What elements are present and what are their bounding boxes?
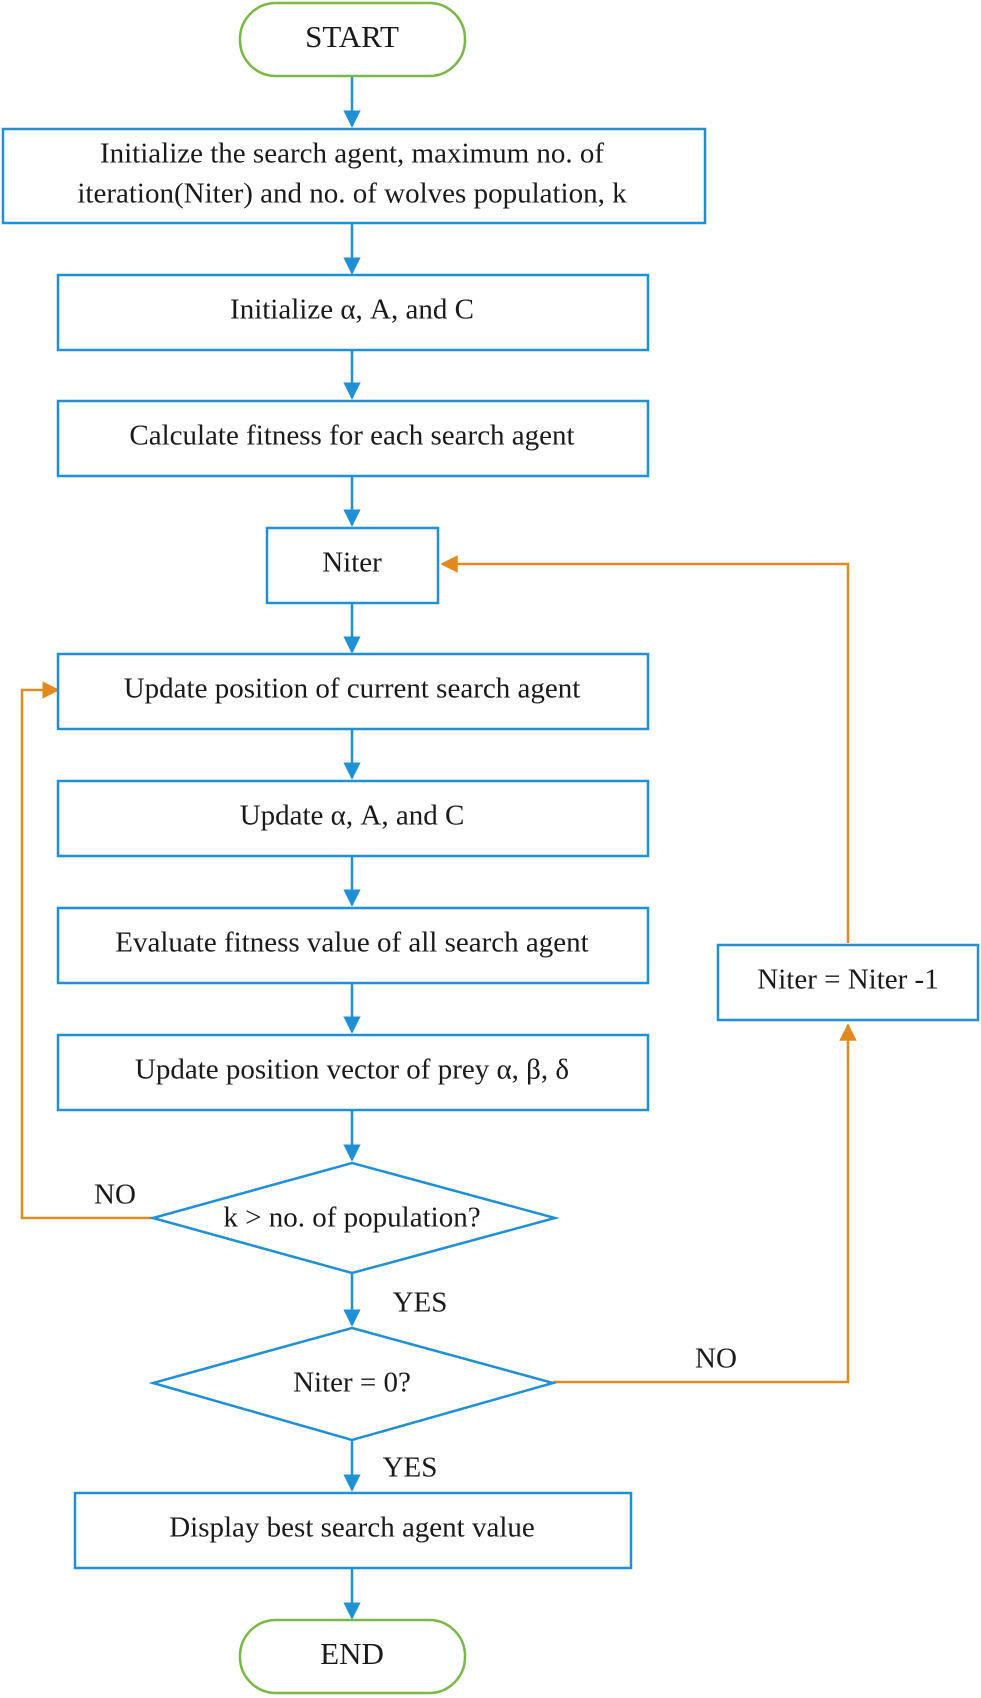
update-params-label: Update α, A, and C (240, 800, 465, 832)
init-params-label: Initialize α, A, and C (230, 294, 474, 326)
evaluate-fitness-label: Evaluate fitness value of all search age… (115, 927, 588, 959)
decision-population-label: k > no. of population? (223, 1202, 480, 1234)
start-terminal: START (238, 1, 467, 78)
edge-label-population-yes: YES (393, 1287, 448, 1319)
edge-label-population-no: NO (94, 1179, 136, 1211)
decrement-label: Niter = Niter -1 (757, 964, 938, 996)
end-label: END (320, 1636, 384, 1671)
update-position-box: Update position of current search agent (56, 652, 650, 731)
display-label: Display best search agent value (169, 1512, 535, 1544)
init-params-box: Initialize α, A, and C (56, 273, 650, 352)
niter-label: Niter (322, 547, 382, 579)
loop-decrement-to-niter (440, 555, 850, 943)
edge-label-niter-no: NO (695, 1343, 737, 1375)
calc-fitness-box: Calculate fitness for each search agent (56, 399, 650, 478)
init-label-line1: Initialize the search agent, maximum no.… (100, 138, 604, 170)
init-label-line2: iteration(Niter) and no. of wolves popul… (77, 178, 627, 210)
update-prey-box: Update position vector of prey α, β, δ (56, 1033, 650, 1112)
loop-niter-no (553, 1023, 857, 1384)
edge-label-niter-yes: YES (383, 1452, 438, 1484)
decrement-box: Niter = Niter -1 (716, 943, 980, 1022)
init-box: Initialize the search agent, maximum no.… (1, 127, 707, 225)
end-terminal: END (238, 1618, 467, 1695)
decision-niter: Niter = 0? (148, 1326, 558, 1442)
decision-niter-label: Niter = 0? (293, 1367, 411, 1399)
decision-population: k > no. of population? (148, 1161, 560, 1275)
start-label: START (305, 19, 399, 54)
loop-arrows (20, 555, 857, 1384)
display-box: Display best search agent value (73, 1491, 633, 1570)
loop-population-no (20, 681, 153, 1220)
update-position-label: Update position of current search agent (124, 673, 581, 705)
evaluate-fitness-box: Evaluate fitness value of all search age… (56, 906, 650, 985)
calc-fitness-label: Calculate fitness for each search agent (129, 420, 574, 452)
niter-box: Niter (265, 526, 440, 605)
update-params-box: Update α, A, and C (56, 779, 650, 858)
update-prey-label: Update position vector of prey α, β, δ (135, 1054, 569, 1086)
